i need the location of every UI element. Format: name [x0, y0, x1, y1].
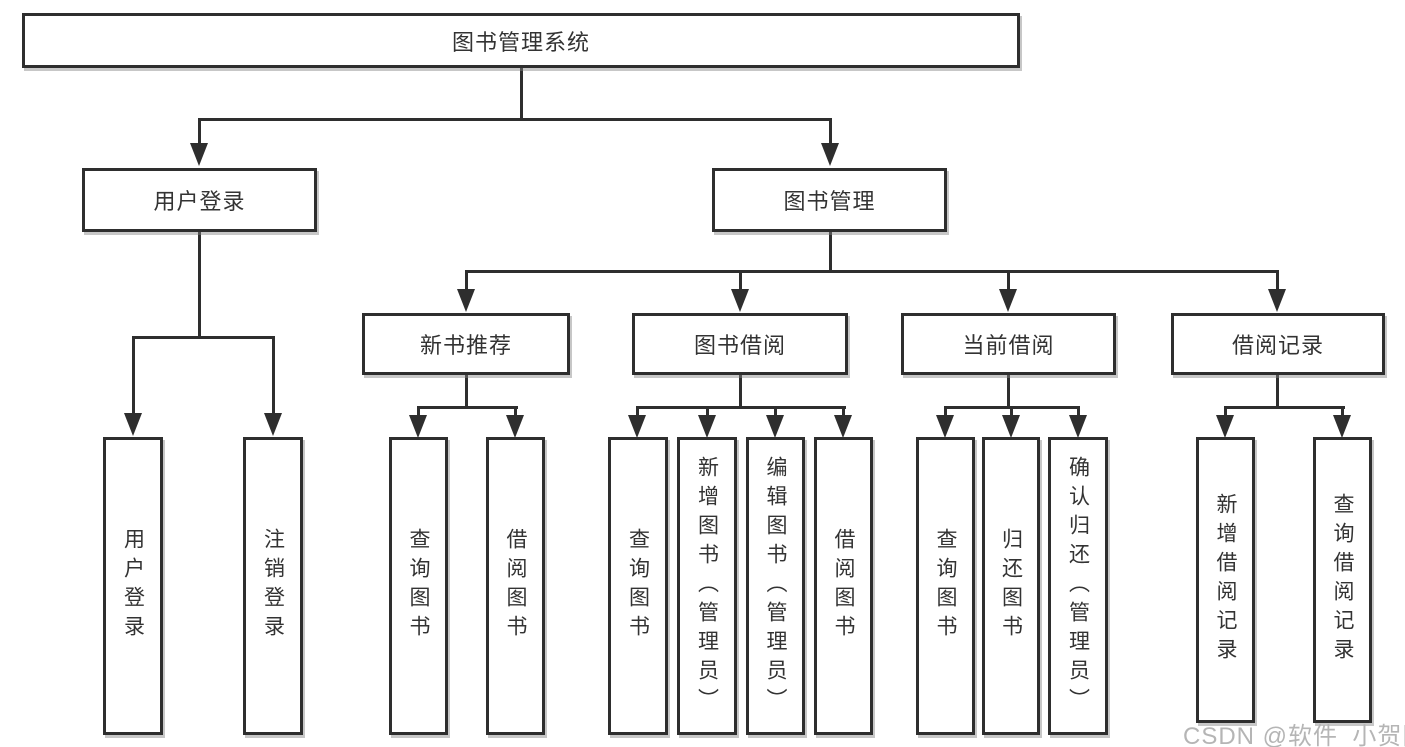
- connector-vline: [272, 336, 275, 416]
- arrow-down-icon: [821, 143, 839, 166]
- watermark-text: CSDN @软件_小贺同学: [1183, 723, 1405, 747]
- leaf-confirm-return-admin: 确认归还（管理员）: [1048, 437, 1108, 735]
- connector-vline: [1007, 375, 1010, 406]
- arrow-down-icon: [999, 289, 1017, 312]
- connector-vline: [417, 406, 420, 418]
- node-book-management: 图书管理: [712, 168, 947, 232]
- connector-vline: [1276, 270, 1279, 292]
- connector-vline: [706, 406, 709, 418]
- connector-vline: [774, 406, 777, 418]
- node-label: 用户登录: [153, 189, 246, 214]
- connector-vline: [198, 232, 201, 336]
- arrow-down-icon: [124, 413, 142, 436]
- arrow-down-icon: [936, 415, 954, 438]
- leaf-borrow-books-recommend: 借阅图书: [486, 437, 545, 735]
- node-label: 注销登录: [261, 528, 285, 644]
- node-label: 查询借阅记录: [1331, 493, 1354, 667]
- arrow-down-icon: [766, 415, 784, 438]
- connector-vline: [1010, 406, 1013, 418]
- connector-vline: [465, 270, 468, 292]
- connector-vline: [636, 406, 639, 418]
- arrow-down-icon: [457, 289, 475, 312]
- node-book-borrowing: 图书借阅: [632, 313, 848, 375]
- node-library-management-system: 图书管理系统: [22, 13, 1020, 68]
- connector-vline: [1341, 406, 1344, 418]
- node-user-login: 用户登录: [82, 168, 317, 232]
- connector-vline: [1224, 406, 1227, 418]
- connector-hline: [132, 336, 275, 339]
- connector-vline: [198, 118, 201, 148]
- node-label: 借阅图书: [504, 528, 527, 644]
- node-label: 编辑图书（管理员）: [764, 455, 787, 717]
- connector-vline: [1276, 375, 1279, 406]
- node-current-borrowing: 当前借阅: [901, 313, 1116, 375]
- connector-vline: [520, 68, 523, 118]
- leaf-return-books: 归还图书: [982, 437, 1040, 735]
- connector-vline: [514, 406, 517, 418]
- arrow-down-icon: [264, 413, 282, 436]
- connector-hline: [198, 118, 832, 121]
- arrow-down-icon: [1333, 415, 1351, 438]
- connector-vline: [739, 375, 742, 406]
- arrow-down-icon: [506, 415, 524, 438]
- node-label: 图书管理: [783, 189, 876, 214]
- leaf-query-books-borrowing: 查询图书: [608, 437, 668, 735]
- arrow-down-icon: [1002, 415, 1020, 438]
- leaf-logout: 注销登录: [243, 437, 303, 735]
- arrow-down-icon: [1069, 415, 1087, 438]
- node-label: 新增图书（管理员）: [695, 455, 719, 717]
- node-label: 确认归还（管理员）: [1066, 455, 1090, 717]
- leaf-borrow-books-borrowing: 借阅图书: [814, 437, 873, 735]
- node-borrowing-records: 借阅记录: [1171, 313, 1385, 375]
- connector-hline: [1224, 406, 1345, 409]
- arrow-down-icon: [731, 289, 749, 312]
- leaf-add-book-admin: 新增图书（管理员）: [677, 437, 737, 735]
- node-label: 用户登录: [121, 528, 145, 644]
- leaf-query-borrow-record: 查询借阅记录: [1313, 437, 1372, 723]
- leaf-edit-book-admin: 编辑图书（管理员）: [746, 437, 805, 735]
- arrow-down-icon: [834, 415, 852, 438]
- node-new-book-recommendation: 新书推荐: [362, 313, 570, 375]
- node-label: 借阅记录: [1231, 333, 1324, 358]
- node-label: 新增借阅记录: [1214, 493, 1237, 667]
- leaf-user-login: 用户登录: [103, 437, 163, 735]
- connector-vline: [1077, 406, 1080, 418]
- node-label: 查询图书: [407, 528, 430, 644]
- connector-hline: [417, 406, 518, 409]
- connector-vline: [829, 232, 832, 270]
- connector-vline: [132, 336, 135, 416]
- leaf-query-books-current: 查询图书: [916, 437, 975, 735]
- node-label: 归还图书: [999, 528, 1023, 644]
- arrow-down-icon: [409, 415, 427, 438]
- arrow-down-icon: [190, 143, 208, 166]
- node-label: 借阅图书: [832, 528, 855, 644]
- connector-vline: [842, 406, 845, 418]
- arrow-down-icon: [1216, 415, 1234, 438]
- connector-hline: [636, 406, 846, 409]
- leaf-query-books-recommend: 查询图书: [389, 437, 448, 735]
- node-label: 图书管理系统: [451, 29, 590, 55]
- arrow-down-icon: [698, 415, 716, 438]
- node-label: 当前借阅: [962, 333, 1055, 358]
- node-label: 新书推荐: [419, 333, 512, 358]
- node-label: 查询图书: [934, 528, 957, 644]
- connector-vline: [739, 270, 742, 292]
- connector-hline: [465, 270, 1279, 273]
- arrow-down-icon: [628, 415, 646, 438]
- connector-vline: [829, 118, 832, 148]
- connector-vline: [465, 375, 468, 406]
- leaf-add-borrow-record: 新增借阅记录: [1196, 437, 1255, 723]
- arrow-down-icon: [1268, 289, 1286, 312]
- connector-vline: [1007, 270, 1010, 292]
- connector-vline: [944, 406, 947, 418]
- node-label: 图书借阅: [693, 333, 786, 358]
- node-label: 查询图书: [626, 528, 650, 644]
